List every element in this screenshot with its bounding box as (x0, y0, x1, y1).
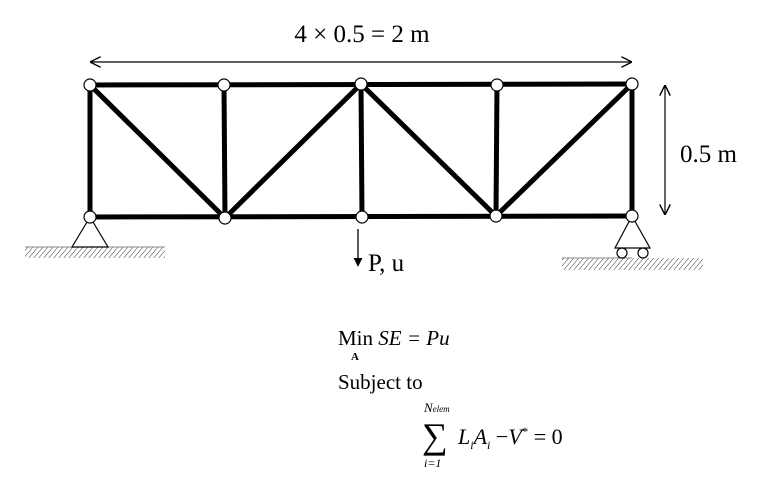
roller-wheel (616, 247, 628, 259)
objective: Min SE = Pu (338, 328, 450, 349)
roller-wheel (637, 247, 649, 259)
sum-lower-limit: i=1 (424, 456, 442, 470)
sigma-symbol: ∑ (422, 416, 448, 456)
truss-members (87, 81, 635, 221)
right-ground (562, 258, 703, 270)
span-label: 4 × 0.5 = 2 m (294, 21, 430, 48)
sum-upper-limit: Nelem (424, 400, 450, 415)
design-variable: A (351, 351, 359, 363)
roller-support (614, 214, 652, 249)
subject-to-label: Subject to (338, 370, 423, 394)
pin-support (70, 215, 110, 248)
left-ground (25, 247, 165, 258)
objective-expression: SE = Pu (378, 326, 450, 350)
load-label: P, u (368, 250, 405, 277)
truss-joints (83, 77, 639, 225)
min-label: Min (338, 326, 374, 350)
height-label: 0.5 m (680, 141, 738, 168)
constraint-expression: LiAi −V* = 0 (458, 424, 563, 452)
